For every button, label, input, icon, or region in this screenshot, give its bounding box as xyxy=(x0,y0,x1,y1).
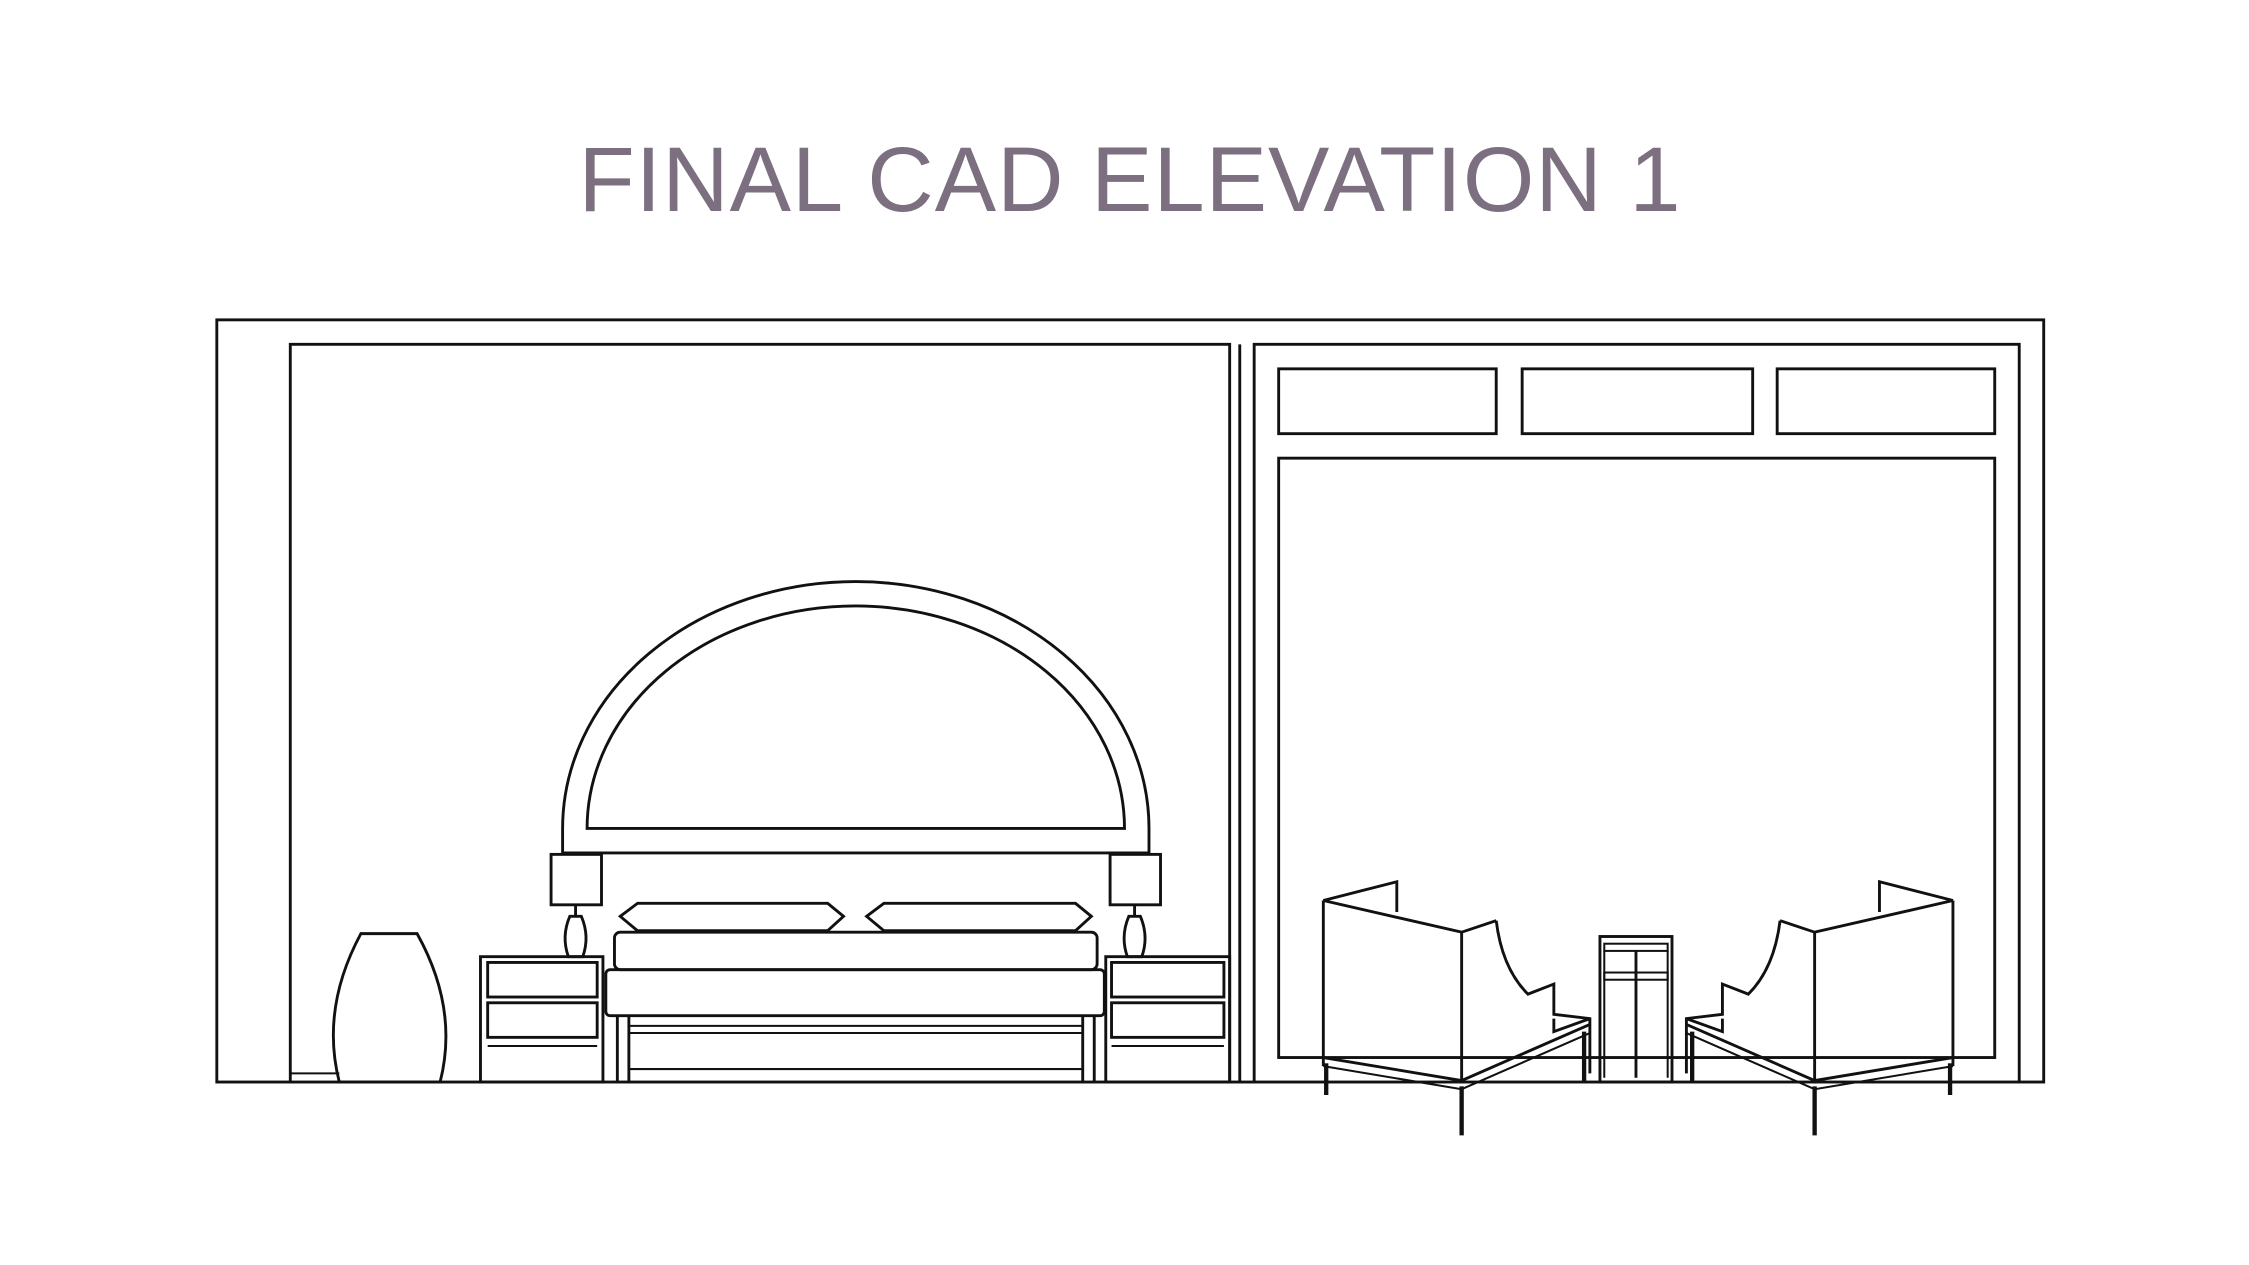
nightstand-right xyxy=(1104,955,1232,1084)
bed xyxy=(604,901,1106,1083)
transom-window-3 xyxy=(1775,367,1997,436)
slide-title: FINAL CAD ELEVATION 1 xyxy=(578,129,1682,231)
transom-window-2 xyxy=(1520,367,1755,436)
pillow-left xyxy=(617,901,846,933)
pillow-right xyxy=(864,901,1094,933)
arched-headboard xyxy=(561,580,1151,855)
armchair-right xyxy=(1684,879,1955,1136)
transom-window-1 xyxy=(1277,367,1498,436)
room-walls xyxy=(215,318,2046,1084)
side-table xyxy=(1598,935,1674,1084)
table-lamp-right xyxy=(1108,852,1162,959)
nightstand-left xyxy=(479,955,605,1084)
floor-vase xyxy=(331,932,448,1084)
armchair-left xyxy=(1321,879,1592,1136)
table-lamp-left xyxy=(549,852,603,959)
